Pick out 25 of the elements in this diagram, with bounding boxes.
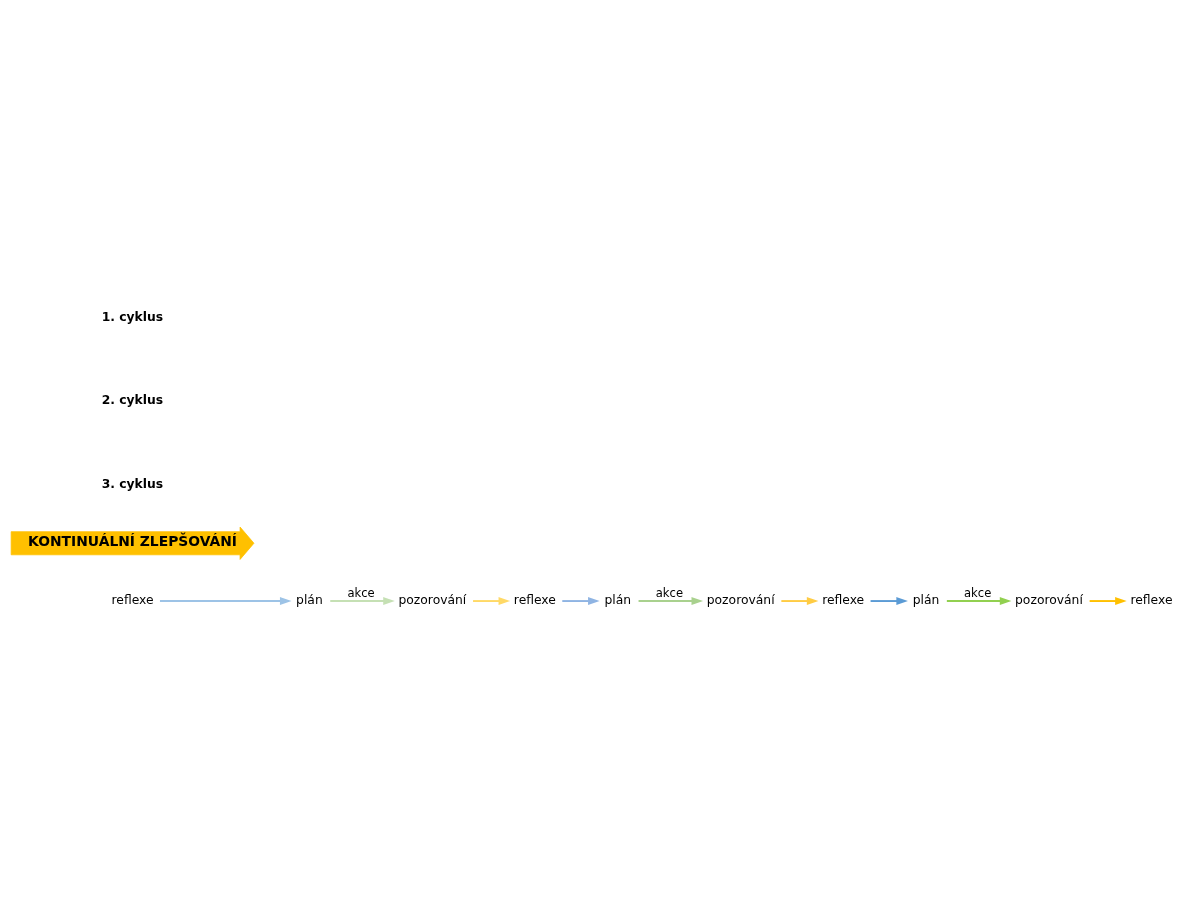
node-text: plán [296,592,323,607]
node-text: reflexe [111,592,154,607]
arrow [869,596,908,605]
node-text: pozorování [398,592,467,607]
label: 3. cyklus [101,476,164,491]
node-text: pozorování [1015,592,1083,607]
arrow [945,596,1012,605]
edge-label: akce [964,585,992,600]
arrow [329,596,395,605]
edge-label: akce [347,585,375,600]
node-text: reflexe [822,592,865,607]
arrow [780,596,819,605]
arrow [637,596,704,605]
node-text: reflexe [513,592,556,607]
label: 1. cyklus [101,309,164,324]
arrow [561,596,600,605]
node-text: reflexe [1130,592,1173,607]
label: 2. cyklus [101,392,164,407]
node-text: plán [604,592,632,607]
node-text: pozorování [706,592,775,607]
edge-label: akce [655,585,683,600]
arrow [1088,596,1127,605]
arrow [159,596,292,605]
node-text: plán [912,592,940,607]
arrow [472,596,511,605]
